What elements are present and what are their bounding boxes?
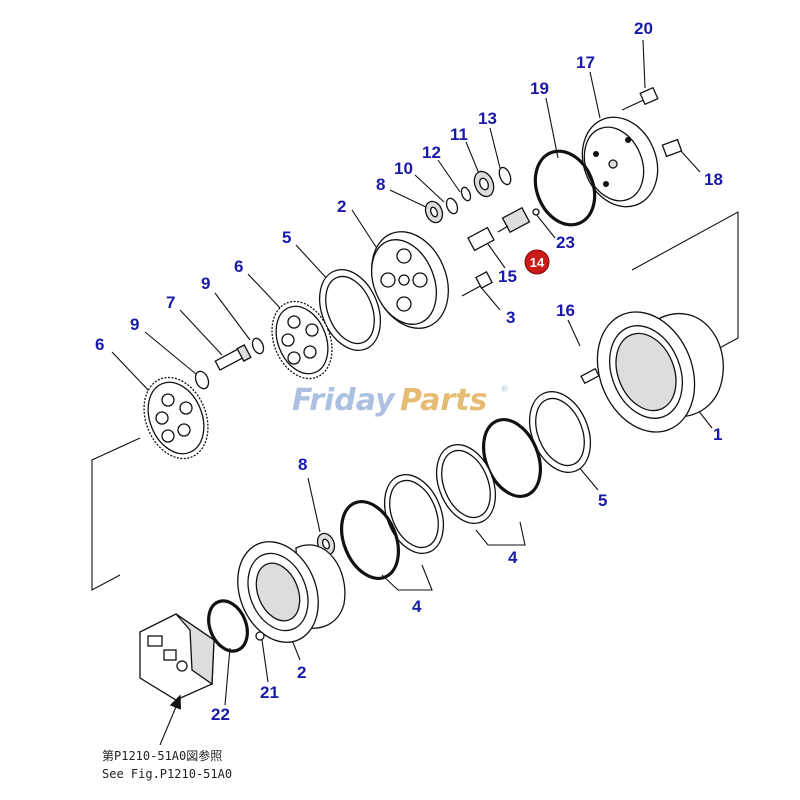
callout-11: 11 [450,125,468,144]
backup-ring-4-c-inner [389,479,439,549]
watermark-logo: Friday Parts ® [292,383,509,418]
gear-6-top [271,300,333,380]
callout-1: 1 [713,425,722,444]
callout-22: 22 [211,705,230,724]
callout-9-top: 9 [201,274,210,293]
callout-3: 3 [506,308,515,327]
callout-6-top: 6 [234,257,243,276]
watermark-part1: Friday [292,383,396,418]
callout-9-left: 9 [130,315,139,334]
callout-2-lower: 2 [297,663,306,682]
pin-23 [532,208,540,216]
plug-18 [661,138,683,158]
callout-23: 23 [556,233,575,252]
pin-16 [580,367,600,385]
callout-2-top: 2 [337,197,346,216]
gear-6-left [143,376,209,460]
callouts: 20 17 19 13 11 12 10 8 2 18 23 15 3 5 6 … [95,19,723,724]
ring-21 [255,631,265,641]
callout-12: 12 [422,143,441,162]
callout-8-top: 8 [376,175,385,194]
snap-ring-13 [498,166,512,186]
callout-6-left: 6 [95,335,104,354]
washer-9-left [194,370,210,390]
callout-14-label: 14 [530,255,545,270]
reference-note-en: See Fig.P1210-51A0 [102,767,232,781]
motor-body [139,613,215,701]
bolt-3 [461,271,493,297]
washer-12 [460,186,472,202]
reference-arrow [159,694,181,746]
reference-note-jp: 第P1210-51A0図参照 [102,748,222,763]
callout-19: 19 [530,79,549,98]
sleeve-15 [467,226,495,252]
hub-2-lower [237,541,346,643]
cover-17 [581,116,659,208]
shaft-14 [497,206,531,234]
gear-11 [473,170,495,198]
callout-21: 21 [260,683,279,702]
callout-17: 17 [576,53,595,72]
backup-ring-4-b-inner [441,449,491,519]
o-ring-4-d [340,500,400,580]
callout-15: 15 [498,267,517,286]
callout-4-right: 4 [508,548,518,567]
o-ring-19 [533,149,597,227]
bolt-20 [621,86,659,111]
callout-5-top: 5 [282,228,291,247]
callout-16: 16 [556,301,575,320]
highlighted-callout-14[interactable]: 14 [524,249,550,275]
shaft-7 [214,344,252,371]
callout-20: 20 [634,19,653,38]
callout-5-lower: 5 [598,491,607,510]
snap-ring-10 [445,197,459,215]
parts [139,86,724,746]
ring-5-top [318,269,382,351]
callout-13: 13 [478,109,497,128]
callout-4-left: 4 [412,597,422,616]
bearing-8-top [424,200,444,224]
watermark-part2: Parts [400,383,487,418]
callout-7: 7 [166,293,175,312]
ring-5-lower [528,391,592,473]
washer-9-top [251,337,265,355]
callout-18: 18 [704,170,723,189]
reference-note: 第P1210-51A0図参照 See Fig.P1210-51A0 [102,748,232,781]
watermark-mark: ® [500,385,509,395]
housing-1 [596,311,724,433]
o-ring-22 [207,599,249,653]
carrier-2-top [371,231,449,329]
callout-10: 10 [394,159,413,178]
callout-8-lower: 8 [298,455,307,474]
